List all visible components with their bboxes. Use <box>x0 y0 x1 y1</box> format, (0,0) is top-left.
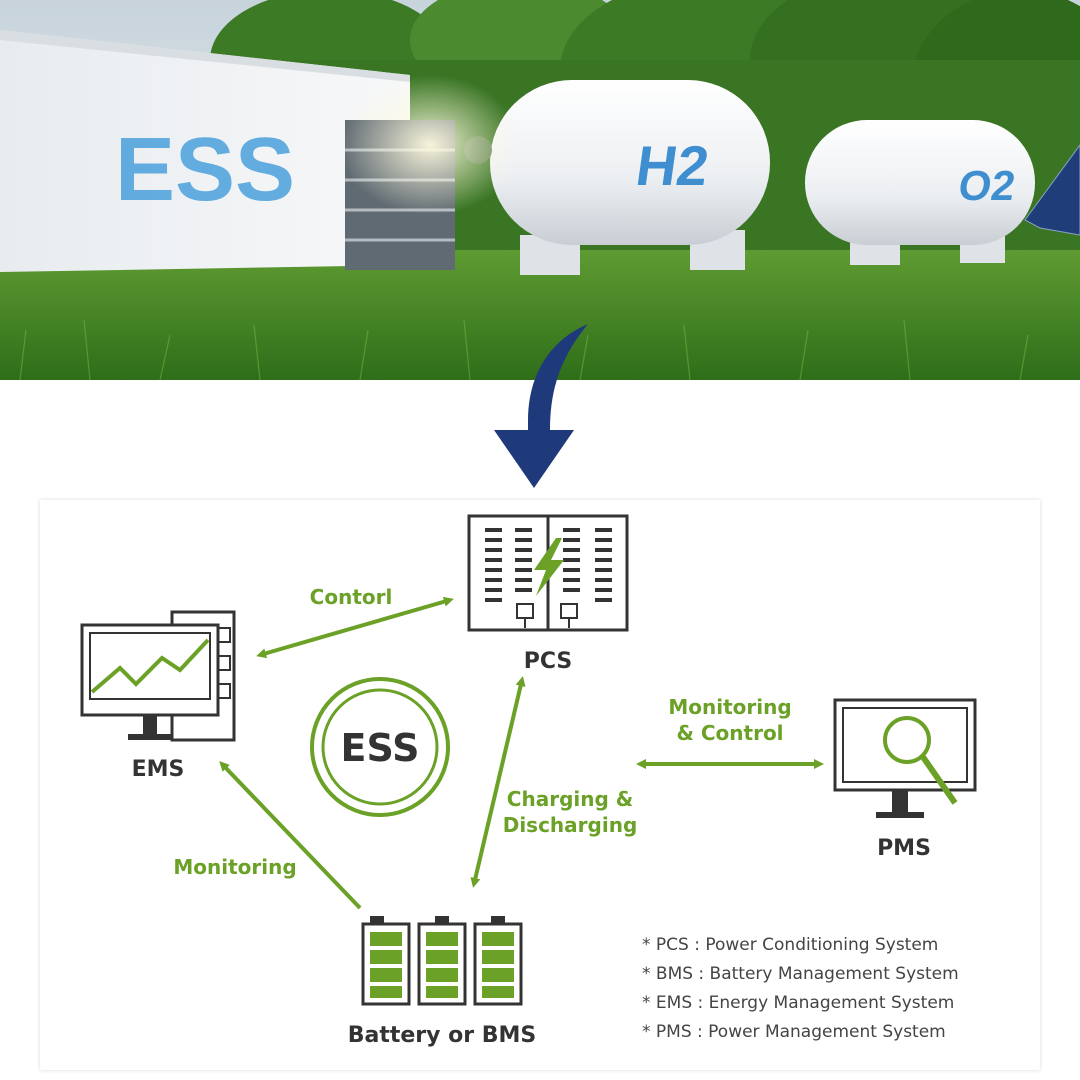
h2-tank: H2 <box>464 80 770 275</box>
label-monitoring-control-1: Monitoring <box>668 695 791 719</box>
legend-item-pcs: * PCS : Power Conditioning System <box>642 935 938 955</box>
pms-label: PMS <box>877 836 931 861</box>
arrow-monitoring <box>219 761 362 910</box>
solar-panel <box>1024 144 1080 236</box>
ess-container: ESS <box>0 30 455 272</box>
ems-label: EMS <box>132 757 185 782</box>
lightning-icon <box>534 538 564 596</box>
pcs-icon <box>467 514 629 632</box>
container-label: ESS <box>115 120 295 220</box>
label-charging-2: Discharging <box>503 813 638 837</box>
arrow-charging <box>470 676 526 888</box>
magnifier-icon <box>883 716 931 764</box>
legend: * PCS : Power Conditioning System * BMS … <box>642 935 959 1042</box>
battery-label: Battery or BMS <box>348 1023 537 1048</box>
ess-center-badge: ESS <box>310 677 450 817</box>
label-charging-1: Charging & <box>507 787 633 811</box>
battery-icon <box>361 916 523 1006</box>
ess-diagram-panel: PCS EMS P <box>40 500 1040 1070</box>
arrow-control <box>256 596 454 659</box>
legend-item-pms: * PMS : Power Management System <box>642 1022 946 1042</box>
o2-label: O2 <box>956 162 1019 209</box>
ess-center-label: ESS <box>341 726 420 770</box>
ems-icon <box>80 610 236 742</box>
h2-label: H2 <box>632 134 712 197</box>
transition-arrow <box>494 324 588 488</box>
hero-photo: ESS H2 O2 <box>0 0 1080 380</box>
legend-item-ems: * EMS : Energy Management System <box>642 993 954 1013</box>
pms-icon <box>833 698 977 818</box>
label-control: Contorl <box>310 585 393 609</box>
label-monitoring-control-2: & Control <box>676 721 783 745</box>
pcs-label: PCS <box>524 649 573 674</box>
o2-tank: O2 <box>805 120 1035 265</box>
label-monitoring: Monitoring <box>173 855 296 879</box>
legend-item-bms: * BMS : Battery Management System <box>642 964 959 984</box>
